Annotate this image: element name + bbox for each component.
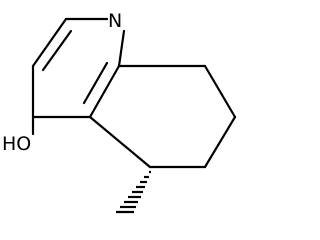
bond-c5-c4a (88, 115, 152, 169)
bond-c2-c3 (31, 17, 68, 68)
bond-c7-c6 (203, 115, 237, 169)
pyridine-ring (31, 17, 126, 119)
bond-c4a-c8a-inner (82, 61, 109, 105)
bond-c8-c7 (203, 64, 237, 119)
hashed-wedge-bond (116, 170, 151, 214)
bond-c2-c3-inner (41, 29, 73, 72)
saturated-ring (88, 64, 237, 169)
bond-c4a-c8a (88, 64, 121, 119)
nitrogen-label: N (108, 10, 122, 32)
chemical-structure: N HO (2, 10, 237, 214)
hydroxyl-label: HO (2, 133, 31, 155)
bond-c8a-n1 (117, 29, 126, 68)
